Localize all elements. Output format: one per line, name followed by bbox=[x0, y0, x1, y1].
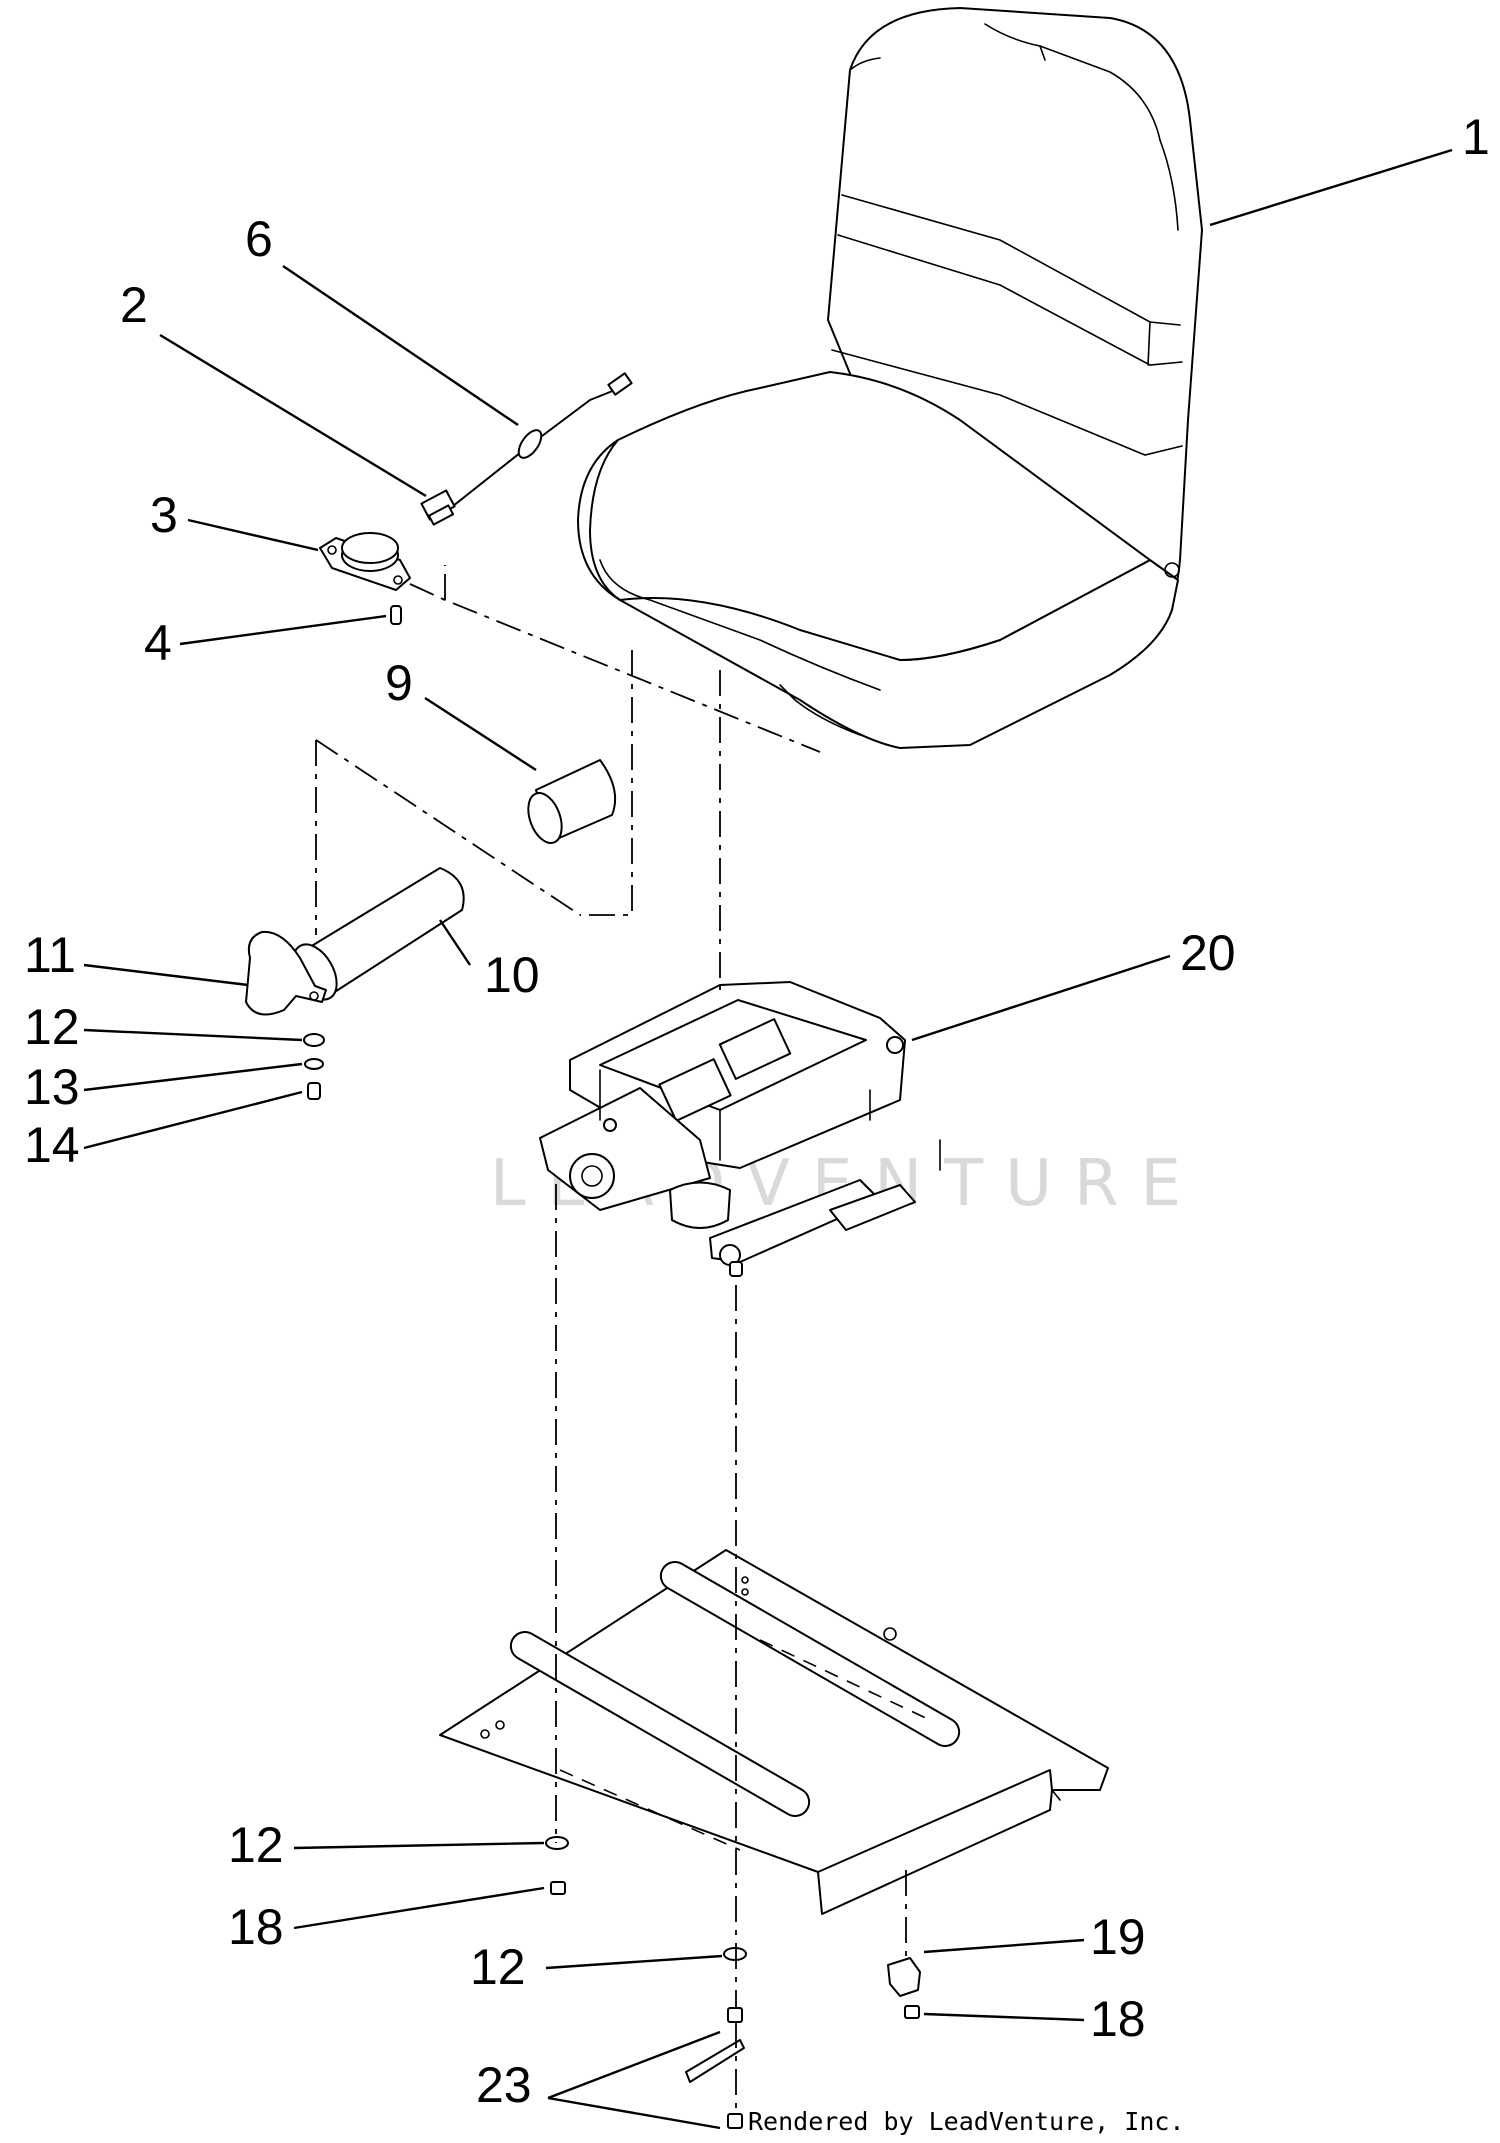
callout-12-left[interactable]: 12 bbox=[228, 1817, 284, 1873]
washer-part-12-top[interactable] bbox=[303, 1033, 325, 1047]
screw-part-4[interactable] bbox=[390, 605, 402, 625]
callout-18-left[interactable]: 18 bbox=[228, 1899, 284, 1955]
callout-20[interactable]: 20 bbox=[1180, 925, 1236, 981]
seat-part-1[interactable] bbox=[577, 7, 1203, 749]
washer-part-12-left[interactable] bbox=[545, 1836, 569, 1850]
callout-1[interactable]: 1 bbox=[1462, 109, 1490, 165]
callout-6[interactable]: 6 bbox=[245, 211, 273, 267]
callout-10[interactable]: 10 bbox=[484, 947, 540, 1003]
assembly-centerlines bbox=[315, 565, 907, 2114]
bracket-part-19[interactable] bbox=[887, 1957, 921, 1997]
suspension-part-20[interactable] bbox=[539, 981, 941, 1277]
nut-part-18-left[interactable] bbox=[550, 1881, 566, 1895]
seat-plate[interactable] bbox=[439, 1549, 1109, 1915]
callout-18-right[interactable]: 18 bbox=[1090, 1991, 1146, 2047]
callout-23[interactable]: 23 bbox=[476, 2057, 532, 2113]
callout-12-top[interactable]: 12 bbox=[24, 999, 80, 1055]
nut-part-18-right[interactable] bbox=[904, 2005, 920, 2019]
callout-2[interactable]: 2 bbox=[120, 277, 148, 333]
washer-part-12-center[interactable] bbox=[723, 1947, 747, 1961]
render-credit: Rendered by LeadVenture, Inc. bbox=[748, 2107, 1185, 2136]
lockwasher-part-13[interactable] bbox=[304, 1058, 324, 1070]
callout-14[interactable]: 14 bbox=[24, 1117, 80, 1173]
callout-11[interactable]: 11 bbox=[24, 927, 76, 983]
callout-9[interactable]: 9 bbox=[385, 655, 413, 711]
callout-3[interactable]: 3 bbox=[150, 487, 178, 543]
clamp-part-11[interactable] bbox=[245, 930, 327, 1016]
sleeve-part-9[interactable] bbox=[522, 759, 616, 848]
wire-harness-part-6[interactable] bbox=[447, 372, 633, 511]
callout-leaders bbox=[83, 148, 1453, 2130]
callout-19[interactable]: 19 bbox=[1090, 1909, 1146, 1965]
bolt-part-14[interactable] bbox=[307, 1082, 321, 1100]
seat-switch-part-3[interactable] bbox=[319, 532, 411, 591]
connector-part-2[interactable] bbox=[420, 489, 456, 526]
callout-labels: 1 6 2 3 4 9 11 10 12 13 14 20 12 18 12 1… bbox=[24, 109, 1490, 2113]
callout-12-center[interactable]: 12 bbox=[470, 1939, 526, 1995]
callout-13[interactable]: 13 bbox=[24, 1059, 80, 1115]
nut-part-23[interactable] bbox=[685, 2007, 745, 2129]
callout-4[interactable]: 4 bbox=[144, 615, 172, 671]
